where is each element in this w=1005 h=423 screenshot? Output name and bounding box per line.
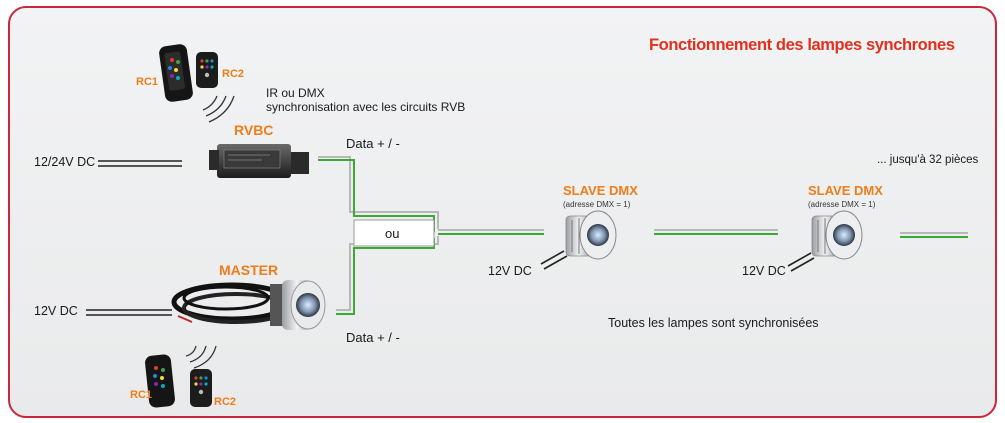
data-bottom-label: Data + / - [346,330,400,345]
data-top-label: Data + / - [346,136,400,151]
slave-lamp-2 [811,210,863,260]
data-wire-slave2 [654,229,778,235]
power-wire-master [86,309,172,316]
slave1-label: SLAVE DMX [563,183,638,198]
rc1-top-label: RC1 [136,76,159,88]
master-lamp [171,280,326,330]
power-wire-slave1 [540,250,568,270]
ir-dmx-text: IR ou DMX [266,86,325,100]
slave-lamp-1 [565,210,617,260]
data-wire-bottom [336,236,439,315]
rvbc-controller [209,144,309,178]
rc2-bottom-label: RC2 [214,396,237,408]
data-wire-slave1 [438,229,544,235]
slave2-label: SLAVE DMX [808,183,883,198]
power-wire-slave2 [787,252,815,272]
rc1-bottom-label: RC1 [130,389,153,401]
remote-rc1-bottom [145,354,175,408]
ir-signal-top [202,95,235,123]
master-label: MASTER [219,262,279,278]
slave2-address: (adresse DMX = 1) [808,200,876,209]
all-synced-caption: Toutes les lampes sont synchronisées [608,316,819,330]
max-count-note: ... jusqu'à 32 pièces [877,154,979,166]
data-wire-continuation [900,232,968,238]
rvbc-power-label: 12/24V DC [34,155,96,169]
remote-rc1-top [159,44,193,102]
rc2-top-label: RC2 [222,68,245,80]
master-power-label: 12V DC [34,304,78,318]
remote-rc2-top [196,52,218,88]
ou-label: ou [385,226,400,241]
ir-signal-bottom [185,345,217,369]
ou-box [353,219,435,247]
slave2-power-label: 12V DC [742,264,786,278]
sync-rvb-text: synchronisation avec les circuits RVB [266,100,466,114]
remote-rc2-bottom [190,369,212,407]
rvbc-label: RVBC [234,122,274,138]
diagram-title: Fonctionnement des lampes synchrones [649,36,955,54]
power-wire-rvbc [98,160,182,167]
slave1-address: (adresse DMX = 1) [563,200,631,209]
slave1-power-label: 12V DC [488,264,532,278]
